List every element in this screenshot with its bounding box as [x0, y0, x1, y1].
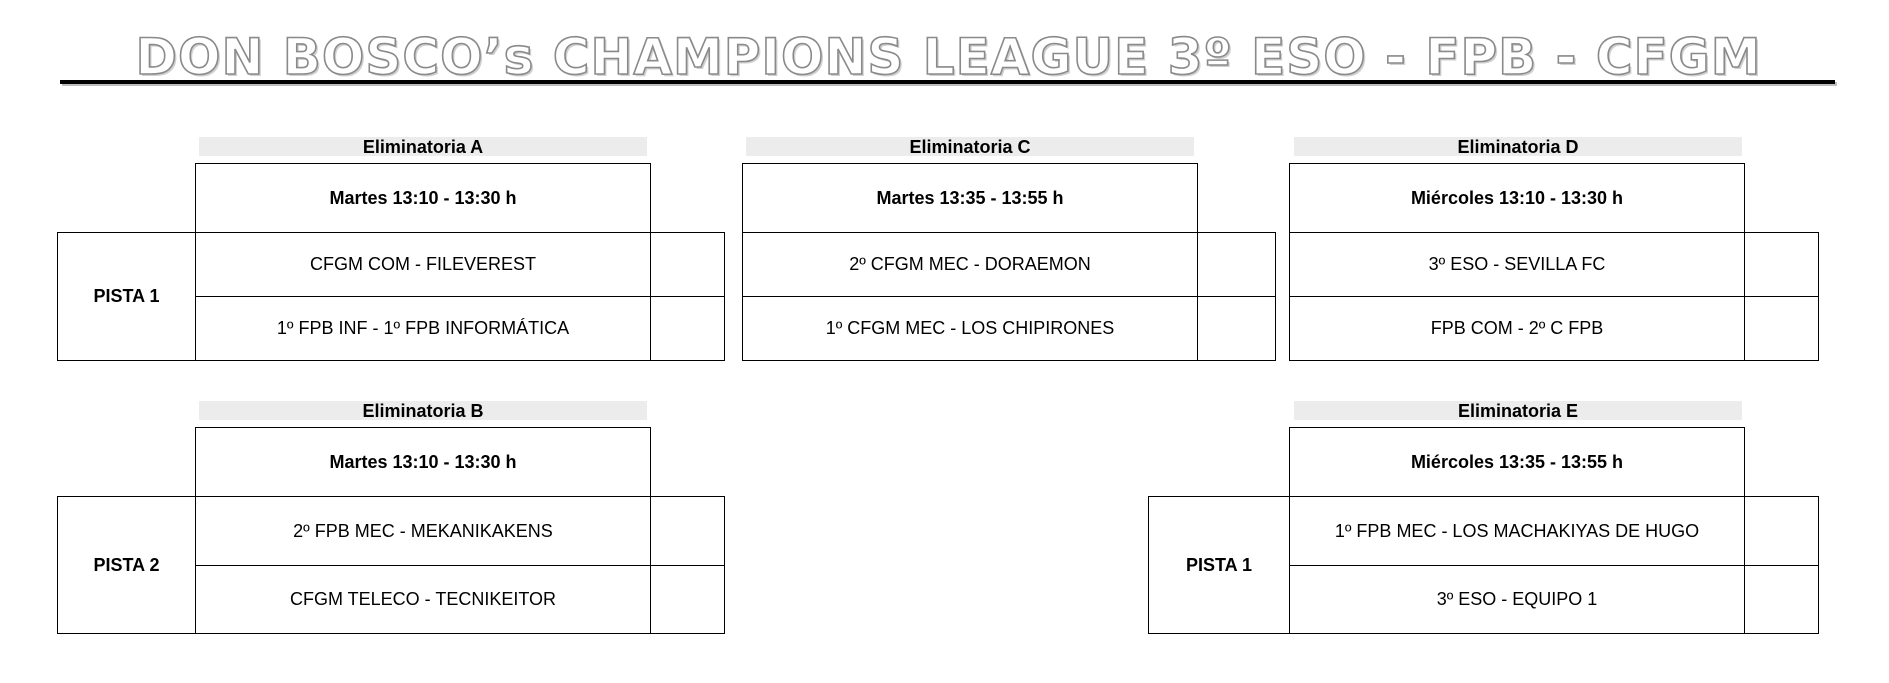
group-b-pista: PISTA 2: [57, 496, 196, 634]
page-title: DON BOSCO’s CHAMPIONS LEAGUE 3º ESO - FP…: [135, 28, 1762, 86]
group-e-score-1[interactable]: [1744, 496, 1819, 566]
group-c-match-1: 2º CFGM MEC - DORAEMON: [742, 232, 1198, 297]
group-b-time: Martes 13:10 - 13:30 h: [195, 427, 651, 497]
group-d-match-1: 3º ESO - SEVILLA FC: [1289, 232, 1745, 297]
group-e-score-2[interactable]: [1744, 565, 1819, 634]
group-e-match-2: 3º ESO - EQUIPO 1: [1289, 565, 1745, 634]
group-a-score-2[interactable]: [650, 296, 725, 361]
group-a-match-1: CFGM COM - FILEVEREST: [195, 232, 651, 297]
group-a-score-1[interactable]: [650, 232, 725, 297]
group-a-match-2: 1º FPB INF - 1º FPB INFORMÁTICA: [195, 296, 651, 361]
group-d-header: Eliminatoria D: [1294, 137, 1742, 157]
group-d-score-1[interactable]: [1744, 232, 1819, 297]
group-c-time: Martes 13:35 - 13:55 h: [742, 163, 1198, 233]
group-d-match-2: FPB COM - 2º C FPB: [1289, 296, 1745, 361]
group-c-header: Eliminatoria C: [746, 137, 1194, 157]
group-e-time: Miércoles 13:35 - 13:55 h: [1289, 427, 1745, 497]
group-e-header: Eliminatoria E: [1294, 401, 1742, 421]
group-b-score-1[interactable]: [650, 496, 725, 566]
group-c-match-2: 1º CFGM MEC - LOS CHIPIRONES: [742, 296, 1198, 361]
group-c-score-2[interactable]: [1197, 296, 1276, 361]
group-e-match-1: 1º FPB MEC - LOS MACHAKIYAS DE HUGO: [1289, 496, 1745, 566]
group-b-match-1: 2º FPB MEC - MEKANIKAKENS: [195, 496, 651, 566]
group-a-header: Eliminatoria A: [199, 137, 647, 157]
group-b-header: Eliminatoria B: [199, 401, 647, 421]
group-e-pista: PISTA 1: [1148, 496, 1290, 634]
group-c-score-1[interactable]: [1197, 232, 1276, 297]
title-underline: [60, 80, 1835, 84]
group-a-pista: PISTA 1: [57, 232, 196, 361]
group-b-score-2[interactable]: [650, 565, 725, 634]
group-a-time: Martes 13:10 - 13:30 h: [195, 163, 651, 233]
group-b-match-2: CFGM TELECO - TECNIKEITOR: [195, 565, 651, 634]
group-d-score-2[interactable]: [1744, 296, 1819, 361]
group-d-time: Miércoles 13:10 - 13:30 h: [1289, 163, 1745, 233]
